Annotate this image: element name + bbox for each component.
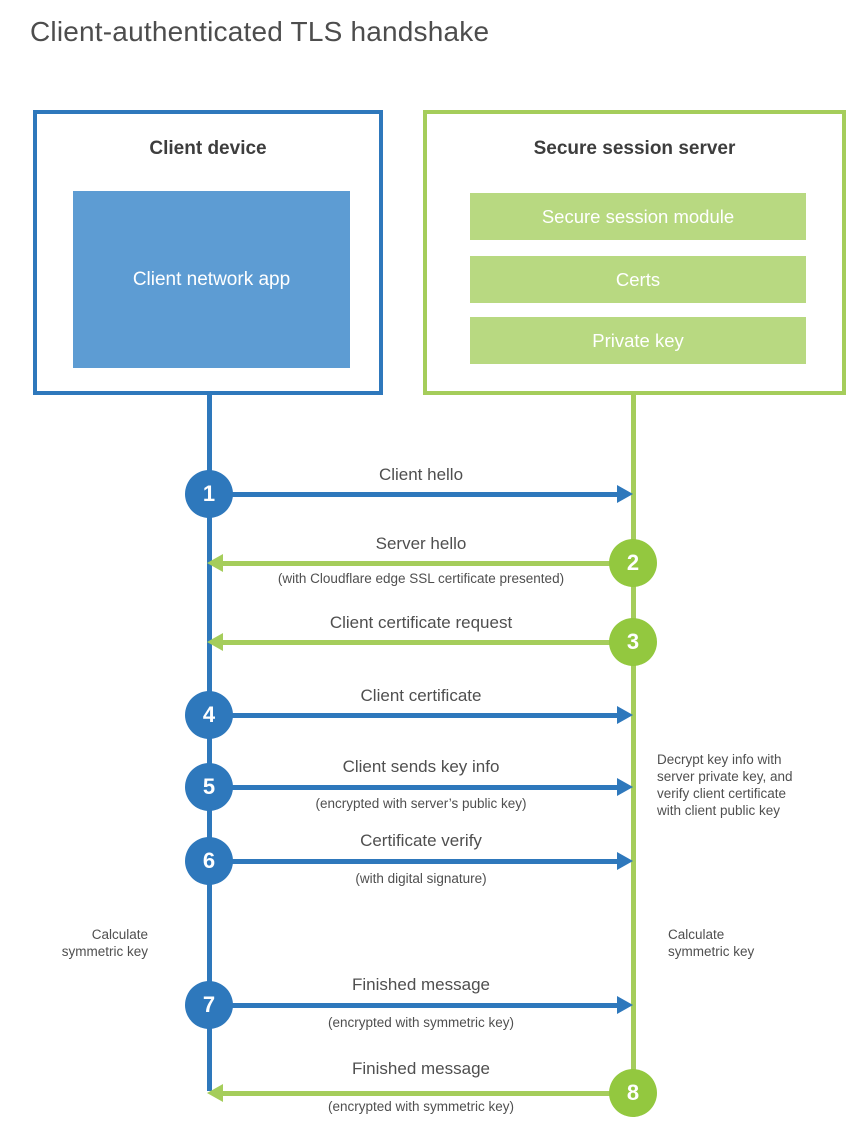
arrow-step-6 — [207, 852, 633, 870]
arrow-head-right-icon — [617, 778, 633, 796]
server-lifeline — [631, 395, 636, 1095]
arrow-line — [221, 561, 633, 566]
step-label-3: Client certificate request — [329, 613, 513, 632]
client-device-box: Client device Client network app — [33, 110, 383, 395]
step-label-6: Certificate verify — [360, 831, 482, 850]
step-circle-2: 2 — [609, 539, 657, 587]
step-sublabel-8: (encrypted with symmetric key) — [327, 1099, 515, 1114]
step-label-1: Client hello — [378, 465, 464, 484]
arrow-step-3 — [207, 633, 633, 651]
step-circle-1: 1 — [185, 470, 233, 518]
secure-session-server-box: Secure session server Secure session mod… — [423, 110, 846, 395]
client-device-title: Client device — [149, 138, 267, 159]
step-sublabel-2: (with Cloudflare edge SSL certificate pr… — [277, 571, 565, 586]
step-label-4: Client certificate — [360, 686, 482, 705]
arrow-head-right-icon — [617, 852, 633, 870]
arrow-head-left-icon — [207, 633, 223, 651]
page-title: Client-authenticated TLS handshake — [30, 16, 490, 47]
arrow-line — [209, 492, 619, 497]
arrow-step-5 — [207, 778, 633, 796]
arrow-step-8 — [207, 1084, 633, 1102]
step-circle-5: 5 — [185, 763, 233, 811]
arrow-line — [209, 1003, 619, 1008]
client-lifeline — [207, 395, 212, 1091]
step-circle-6: 6 — [185, 837, 233, 885]
calculate-symmetric-key-client-note: Calculate symmetric key — [61, 927, 148, 959]
arrow-line — [209, 859, 619, 864]
step-label-5: Client sends key info — [342, 757, 500, 776]
arrow-head-right-icon — [617, 485, 633, 503]
module-certs: Certs — [470, 256, 806, 303]
module-secure-session-module: Secure session module — [470, 193, 806, 240]
arrow-line — [221, 640, 633, 645]
arrow-head-right-icon — [617, 706, 633, 724]
client-network-app-box: Client network app — [73, 191, 350, 368]
arrow-head-right-icon — [617, 996, 633, 1014]
step-sublabel-7: (encrypted with symmetric key) — [327, 1015, 515, 1030]
step-circle-4: 4 — [185, 691, 233, 739]
arrow-step-7 — [207, 996, 633, 1014]
decrypt-key-info-note: Decrypt key info with server private key… — [657, 752, 793, 818]
step-label-8: Finished message — [352, 1059, 490, 1078]
arrow-step-4 — [207, 706, 633, 724]
step-circle-3: 3 — [609, 618, 657, 666]
step-circle-8: 8 — [609, 1069, 657, 1117]
arrow-line — [209, 713, 619, 718]
secure-session-server-title: Secure session server — [533, 138, 736, 159]
arrow-head-left-icon — [207, 1084, 223, 1102]
client-network-app-label: Client network app — [132, 268, 291, 290]
step-sublabel-5: (encrypted with server’s public key) — [315, 796, 527, 811]
module-private-key: Private key — [470, 317, 806, 364]
step-label-7: Finished message — [352, 975, 490, 994]
arrow-step-2 — [207, 554, 633, 572]
arrow-head-left-icon — [207, 554, 223, 572]
step-label-2: Server hello — [375, 534, 467, 553]
arrow-line — [209, 785, 619, 790]
step-sublabel-6: (with digital signature) — [355, 871, 487, 886]
calculate-symmetric-key-server-note: Calculate symmetric key — [668, 927, 755, 959]
step-circle-7: 7 — [185, 981, 233, 1029]
arrow-step-1 — [207, 485, 633, 503]
arrow-line — [221, 1091, 633, 1096]
